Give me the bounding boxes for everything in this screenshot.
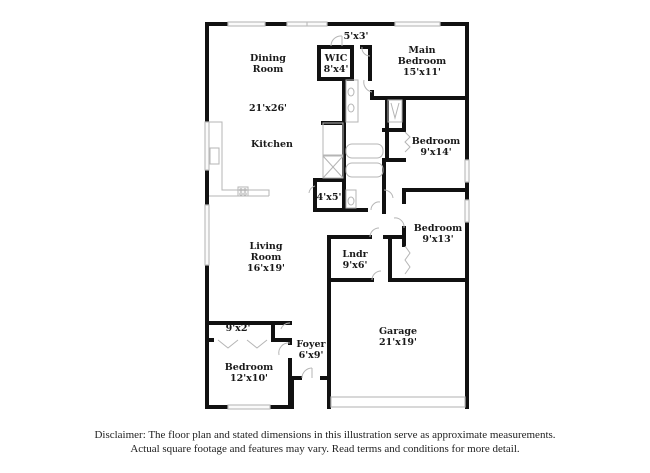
room-dimension-front-closet: 9'x2': [226, 323, 251, 334]
room-label-dining: Dining Room: [250, 53, 286, 75]
room-name: Living: [249, 241, 283, 252]
room-dimension-great-room: 21'x26': [249, 103, 287, 114]
room-dimensions: 21'x26': [249, 103, 287, 114]
room-name: Kitchen: [251, 139, 293, 150]
disclaimer-text: Disclaimer: The floor plan and stated di…: [0, 428, 650, 456]
room-name: Bedroom: [413, 223, 463, 234]
room-name: Dining: [250, 53, 286, 64]
room-label-living: Living Room 16'x19': [247, 241, 285, 274]
walls: [205, 22, 469, 409]
room-name: Bedroom: [397, 56, 447, 67]
room-name: Main: [408, 45, 436, 56]
fixtures: [209, 35, 411, 379]
room-name: WIC: [324, 53, 348, 64]
room-dimensions: 9'x13': [422, 234, 454, 245]
windows: [204, 21, 470, 410]
room-dimensions: 15'x11': [403, 67, 441, 78]
disclaimer-line-2: Actual square footage and features may v…: [130, 443, 520, 455]
room-label-foyer: Foyer 6'x9': [296, 339, 325, 361]
room-dimensions: 21'x19': [379, 337, 417, 348]
room-label-main-bedroom: Main Bedroom 15'x11': [398, 45, 446, 78]
room-dimensions: 16'x19': [247, 263, 285, 274]
room-label-bedroom-4: Bedroom 12'x10': [225, 362, 273, 384]
room-dimensions: 6'x9': [298, 350, 324, 361]
disclaimer-line-1: Disclaimer: The floor plan and stated di…: [94, 429, 556, 441]
room-dimension-hall-closet: 5'x3': [344, 31, 369, 42]
room-label-kitchen: Kitchen: [251, 139, 293, 150]
room-label-garage: Garage 21'x19': [379, 326, 417, 348]
room-name: Garage: [378, 326, 418, 337]
room-label-bedroom-2: Bedroom 9'x14': [412, 136, 460, 158]
room-name: Lndr: [342, 249, 368, 260]
room-dimensions: 12'x10': [230, 373, 268, 384]
room-name: Bedroom: [411, 136, 461, 147]
room-dimensions: 5'x3': [343, 31, 369, 42]
room-dimensions: 9'x6': [342, 260, 368, 271]
room-label-bedroom-3: Bedroom 9'x13': [414, 223, 462, 245]
room-dimension-4x5: 4'x5': [317, 192, 342, 203]
room-dimensions: 8'x4': [323, 64, 349, 75]
room-name: Bedroom: [224, 362, 274, 373]
room-name: Room: [252, 64, 284, 75]
room-dimensions: 9'x14': [420, 147, 452, 158]
room-dimensions: 9'x2': [225, 323, 251, 334]
room-label-wic: WIC 8'x4': [324, 53, 349, 75]
room-label-laundry: Lndr 9'x6': [342, 249, 367, 271]
room-dimensions: 4'x5': [316, 192, 342, 203]
room-name: Room: [250, 252, 282, 263]
room-name: Foyer: [296, 339, 326, 350]
